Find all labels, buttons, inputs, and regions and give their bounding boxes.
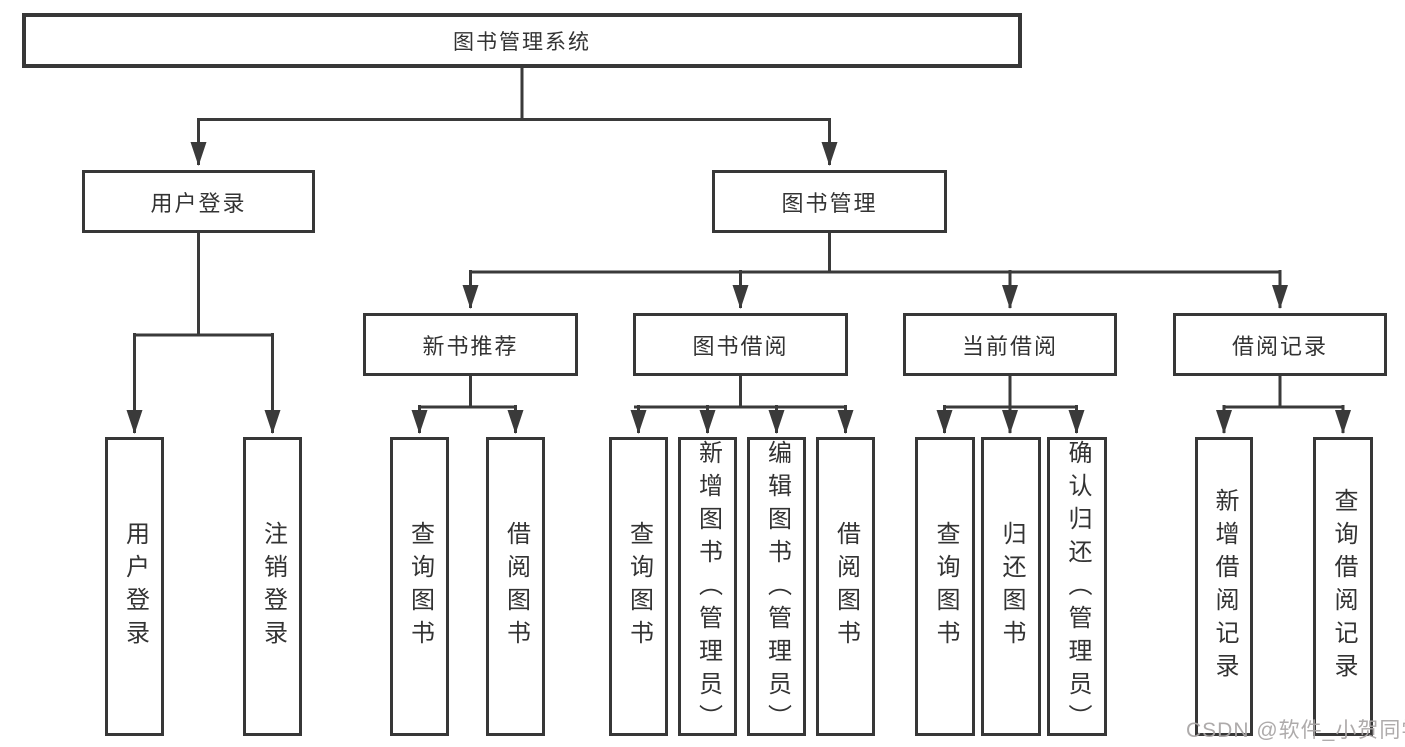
leaf-borrow-book-recommend: 借阅图书 <box>486 437 545 736</box>
leaf-query-book-current: 查询图书 <box>915 437 975 736</box>
leaf-confirm-return-admin: 确认归还（管理员） <box>1047 437 1107 737</box>
node-new-book-recommend: 新书推荐 <box>363 313 578 376</box>
node-root: 图书管理系统 <box>22 13 1022 68</box>
leaf-add-book-admin: 新增图书（管理员） <box>678 437 737 737</box>
leaf-user-login: 用户登录 <box>105 437 164 736</box>
node-user-login: 用户登录 <box>82 170 315 233</box>
leaf-return-book: 归还图书 <box>981 437 1041 736</box>
leaf-borrow-book: 借阅图书 <box>816 437 875 736</box>
watermark: CSDN @软件_小贺同学 <box>1186 719 1405 742</box>
node-borrow-records: 借阅记录 <box>1173 313 1387 376</box>
leaf-add-borrow-record: 新增借阅记录 <box>1195 437 1253 736</box>
node-current-borrow: 当前借阅 <box>903 313 1117 376</box>
leaf-query-book-recommend: 查询图书 <box>390 437 449 736</box>
leaf-query-borrow-record: 查询借阅记录 <box>1313 437 1373 736</box>
node-book-borrow: 图书借阅 <box>633 313 848 376</box>
leaf-edit-book-admin: 编辑图书（管理员） <box>747 437 806 737</box>
leaf-query-book-borrow: 查询图书 <box>609 437 668 736</box>
node-book-management: 图书管理 <box>712 170 947 233</box>
leaf-logout: 注销登录 <box>243 437 302 736</box>
